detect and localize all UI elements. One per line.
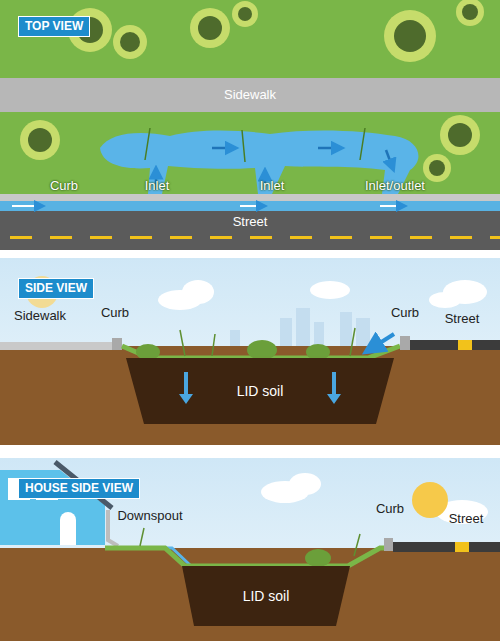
part-label: Street — [233, 215, 268, 229]
part-label: Inlet/outlet — [365, 179, 425, 193]
part-label: Downspout — [117, 509, 182, 523]
view-title: SIDE VIEW — [25, 281, 87, 295]
soil-pit: LID soil — [126, 358, 394, 424]
view-title: HOUSE SIDE VIEW — [25, 481, 133, 495]
part-label: Curb — [391, 306, 419, 320]
part-label: Sidewalk — [14, 309, 66, 323]
part-label: Inlet — [145, 179, 170, 193]
part-label: Street — [449, 512, 484, 526]
part-label: Sidewalk — [224, 88, 276, 102]
part-label: Curb — [376, 502, 404, 516]
part-label: Street — [445, 312, 480, 326]
part-label: Curb — [101, 306, 129, 320]
soil-label: LID soil — [243, 588, 290, 604]
view-tag: SIDE VIEW — [18, 278, 94, 299]
soil-pit: LID soil — [182, 566, 350, 626]
view-tag: TOP VIEW — [18, 16, 90, 37]
part-label: Curb — [50, 179, 78, 193]
view-title: TOP VIEW — [25, 19, 83, 33]
view-tag: HOUSE SIDE VIEW — [18, 478, 140, 499]
part-label: Inlet — [260, 179, 285, 193]
soil-label: LID soil — [237, 383, 284, 399]
